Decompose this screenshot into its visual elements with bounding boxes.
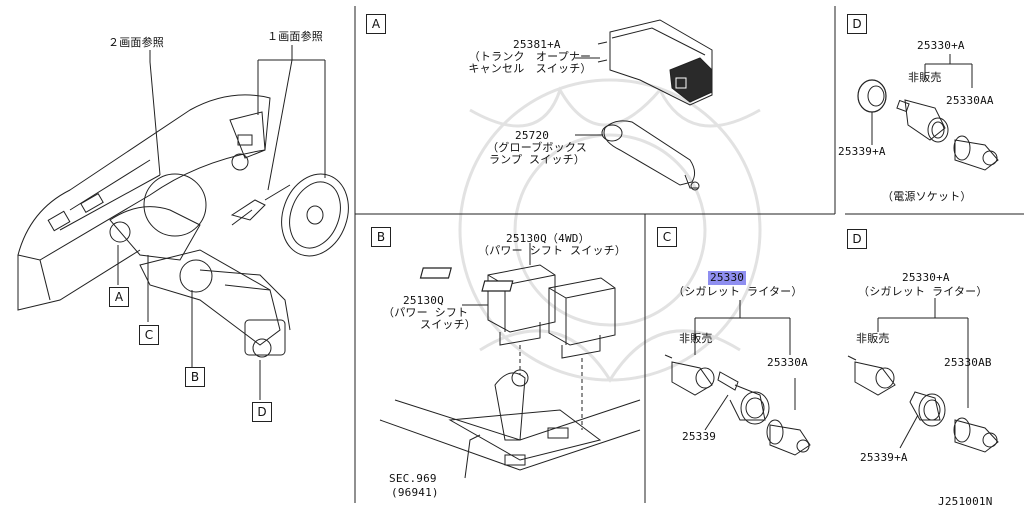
part-25330-desc: （シガレット ライター） xyxy=(673,285,803,298)
part-25381a-desc2: キャンセル スイッチ） xyxy=(468,62,592,75)
panel-d2-label: D xyxy=(847,229,867,249)
panel-d2-parts xyxy=(847,298,999,453)
ref-screen2-label: ２画面参照 xyxy=(108,36,164,49)
panel-b-label: B xyxy=(371,227,391,247)
sec-96941-ref: (96941) xyxy=(391,486,439,499)
part-25330a-d2-desc: （シガレット ライター） xyxy=(858,285,988,298)
ref-screen1-label: １画面参照 xyxy=(267,30,323,43)
part-25330aa-number[interactable]: 25330AA xyxy=(946,94,994,107)
part-25130q-4wd-number[interactable]: 25130Q（4WD） xyxy=(506,232,590,245)
panel-b-parts xyxy=(379,243,641,479)
part-25330a-d1-number[interactable]: 25330+A xyxy=(917,39,965,52)
part-25381a-desc1: （トランク オープナー xyxy=(468,50,592,63)
panel-c-label: C xyxy=(657,227,677,247)
panel-d1-label: D xyxy=(847,14,867,34)
part-25339-number[interactable]: 25339 xyxy=(682,430,717,443)
panel-dividers xyxy=(354,6,1024,503)
watermark xyxy=(458,78,762,383)
callout-b[interactable]: B xyxy=(185,367,205,387)
part-25130q-desc1: （パワー シフト xyxy=(383,306,469,319)
part-25720-number[interactable]: 25720 xyxy=(515,129,550,142)
part-25720-desc1: （グローブボックス xyxy=(487,141,587,154)
part-25130q-desc2: スイッチ） xyxy=(420,318,476,331)
part-25330a-d2-number[interactable]: 25330+A xyxy=(902,271,950,284)
callout-a[interactable]: A xyxy=(109,287,129,307)
part-25330-number[interactable]: 25330 xyxy=(708,271,747,285)
part-25720-desc2: ランプ スイッチ） xyxy=(488,153,586,166)
diagram-code: J251001N xyxy=(938,495,993,508)
not-for-sale-d2: 非販売 xyxy=(856,332,890,345)
panel-c-parts xyxy=(664,300,811,456)
sec-969-ref[interactable]: SEC.969 xyxy=(389,472,437,485)
part-25381a-number[interactable]: 25381+A xyxy=(513,38,561,51)
part-25339a-d1-number[interactable]: 25339+A xyxy=(838,145,886,158)
part-25330ab-number[interactable]: 25330AB xyxy=(944,356,992,369)
power-socket-caption: （電源ソケット） xyxy=(882,190,972,203)
panel-a-label: A xyxy=(366,14,386,34)
not-for-sale-c: 非販売 xyxy=(679,332,713,345)
panel-a-parts xyxy=(575,19,713,191)
part-25130q-number[interactable]: 25130Q xyxy=(403,294,444,307)
callout-c[interactable]: C xyxy=(139,325,159,345)
part-25339a-d2-number[interactable]: 25339+A xyxy=(860,451,908,464)
panel-d1-parts xyxy=(857,54,999,171)
part-25330a-number[interactable]: 25330A xyxy=(767,356,808,369)
not-for-sale-d1: 非販売 xyxy=(908,71,942,84)
callout-d[interactable]: D xyxy=(252,402,272,422)
part-25130q-4wd-desc: （パワー シフト スイッチ） xyxy=(478,244,627,257)
dashboard-drawing xyxy=(17,45,349,400)
